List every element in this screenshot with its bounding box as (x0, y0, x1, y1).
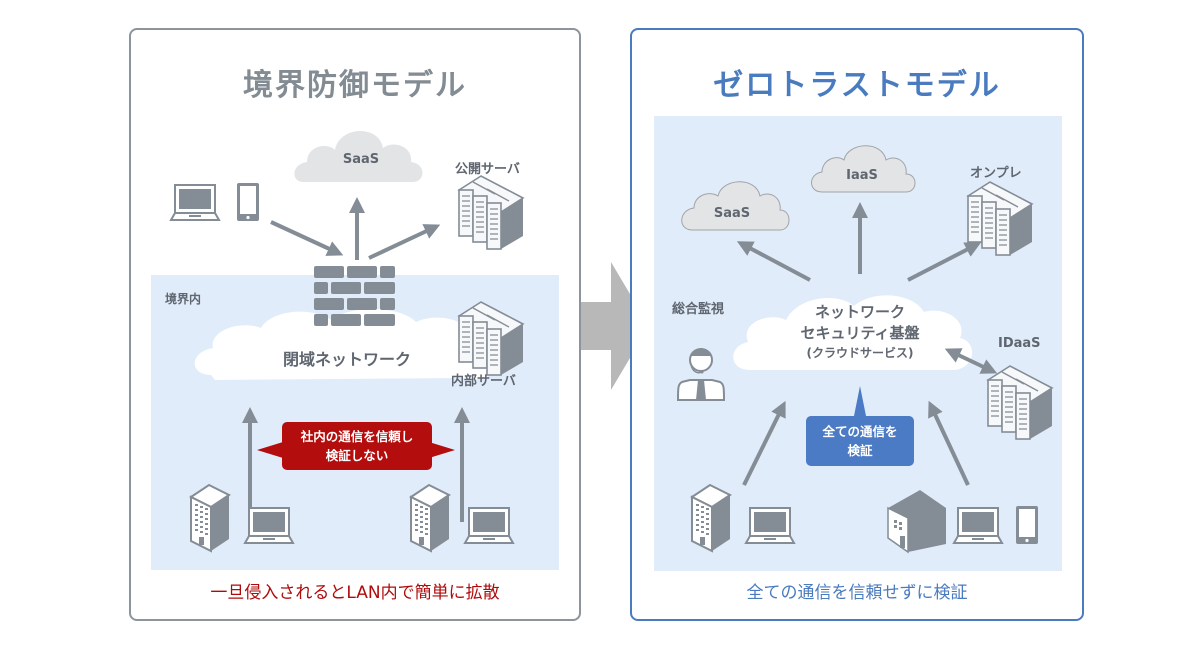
zone-label: 境界内 (165, 292, 202, 306)
monitoring-label: 総合監視 (672, 302, 725, 317)
smartphone-icon (237, 183, 259, 221)
zero-trust-diagram-graphics (676, 145, 1053, 554)
idaas-label: IDaaS (998, 336, 1041, 351)
trust-internal-callout: 社内の通信を信頼し 検証しない (282, 422, 432, 470)
laptop-icon (953, 507, 1003, 544)
security-platform-label: ネットワーク セキュリティ基盤 (クラウドサービス) (772, 302, 948, 362)
internal-server-label: 内部サーバ (451, 374, 516, 389)
laptop-icon (170, 184, 220, 221)
laptop-icon (244, 507, 294, 544)
verify-all-callout: 全ての通信を 検証 (806, 416, 914, 466)
perimeter-model-title: 境界防御モデル (243, 68, 467, 103)
zero-trust-panel: ゼロトラストモデル (630, 28, 1084, 621)
transition-arrow-icon (581, 262, 649, 390)
perimeter-defense-panel: 境界防御モデル (129, 28, 581, 621)
callout-line-2: 検証 (847, 443, 873, 458)
closed-network-label: 閉域ネットワーク (283, 350, 412, 369)
house-icon (887, 490, 946, 554)
saas-cloud-icon (681, 181, 790, 231)
laptop-icon (464, 507, 514, 544)
laptop-icon (745, 507, 795, 544)
callout-line-1: 全ての通信を (822, 424, 898, 439)
core-line-1: ネットワーク (814, 303, 905, 321)
office-building-icon (410, 484, 450, 552)
onprem-label: オンプレ (970, 166, 1022, 181)
office-building-icon (691, 484, 731, 552)
iaas-label: IaaS (846, 168, 878, 183)
saas-label: SaaS (342, 152, 380, 167)
idaas-server-icon (987, 365, 1053, 440)
callout-line-2: 検証しない (325, 448, 389, 463)
core-line-3: (クラウドサービス) (806, 346, 914, 360)
zero-trust-model-title: ゼロトラストモデル (713, 68, 1001, 103)
core-line-2: セキュリティ基盤 (800, 324, 920, 342)
saas-label: SaaS (713, 206, 751, 221)
operator-headset-icon (676, 348, 726, 401)
perimeter-diagram-graphics (170, 130, 524, 552)
smartphone-icon (1016, 506, 1038, 544)
callout-line-1: 社内の通信を信頼し (300, 429, 414, 444)
public-server-icon (458, 175, 524, 250)
iaas-cloud-icon (811, 145, 916, 193)
zero-trust-footer-note: 全ての通信を信頼せずに検証 (746, 583, 968, 603)
onprem-server-icon (967, 181, 1033, 256)
firewall-brick-wall-icon (314, 266, 395, 326)
saas-cloud-icon (294, 130, 423, 182)
office-building-icon (190, 484, 230, 552)
public-server-label: 公開サーバ (455, 162, 520, 177)
perimeter-footer-note: 一旦侵入されるとLAN内で簡単に拡散 (210, 583, 500, 603)
